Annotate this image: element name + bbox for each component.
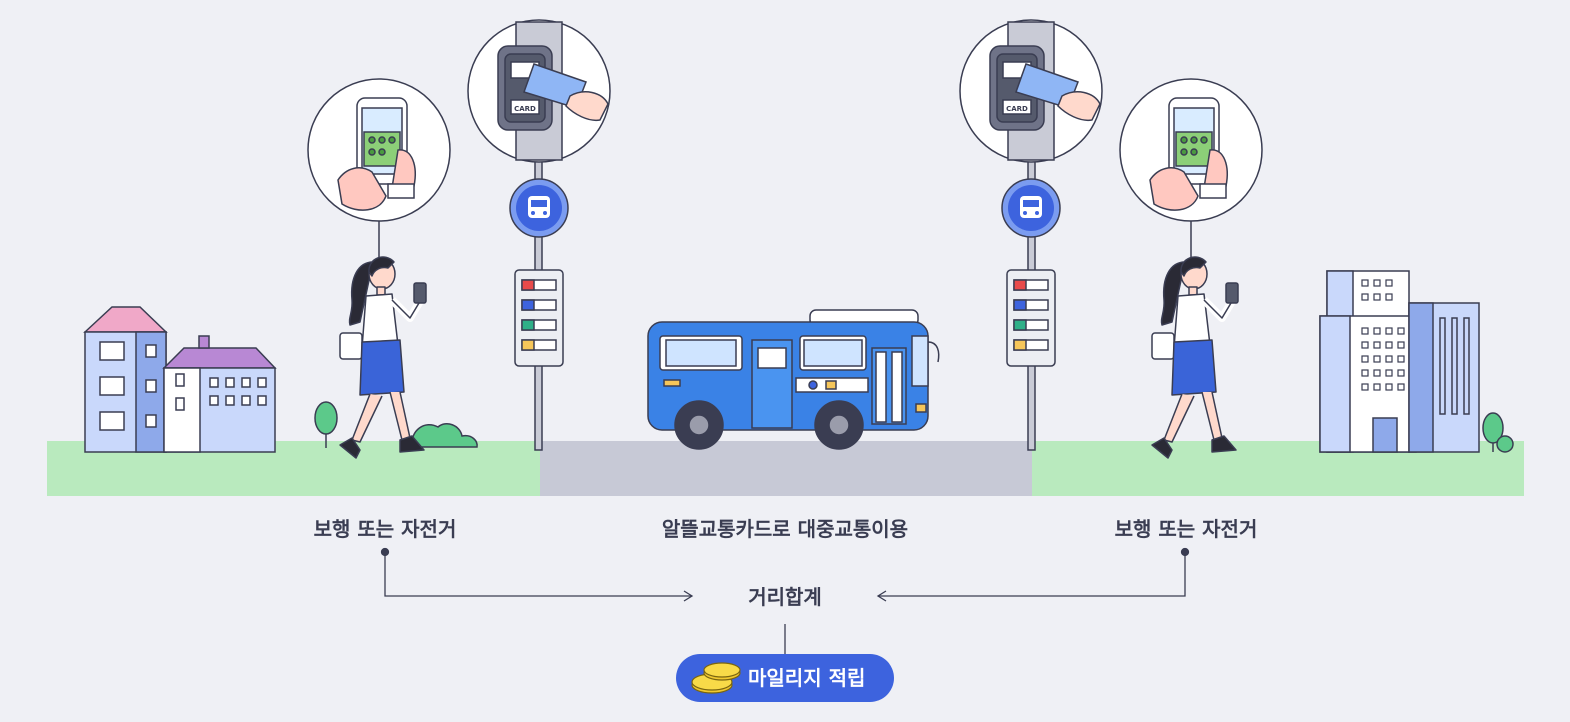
smartphone-icon-right xyxy=(1119,78,1263,222)
card-label-right: CARD xyxy=(1006,105,1028,113)
flow-lines xyxy=(380,547,1190,654)
card-label-left: CARD xyxy=(514,105,536,113)
label-transit: 알뜰교통카드로 대중교통이용 xyxy=(661,517,909,541)
tree-right xyxy=(1482,412,1514,453)
label-walk-left: 보행 또는 자전거 xyxy=(313,517,457,541)
mileage-reward-label: 마일리지 적립 xyxy=(748,666,866,690)
label-distance-total: 거리합계 xyxy=(748,585,822,609)
bus xyxy=(647,309,940,450)
mileage-reward-badge: 마일리지 적립 xyxy=(676,654,894,702)
tree-left xyxy=(314,401,338,448)
woman-walking-right xyxy=(1151,256,1239,459)
coin-icon xyxy=(691,662,741,694)
buildings-right xyxy=(1319,270,1480,453)
bus-stop-left xyxy=(467,19,611,451)
bus-stop-right xyxy=(959,19,1103,451)
woman-walking-left xyxy=(339,256,427,459)
bush-left xyxy=(411,423,478,448)
label-walk-right: 보행 또는 자전거 xyxy=(1114,517,1258,541)
road xyxy=(540,441,1032,496)
houses-left xyxy=(83,306,277,453)
smartphone-icon xyxy=(307,78,451,222)
